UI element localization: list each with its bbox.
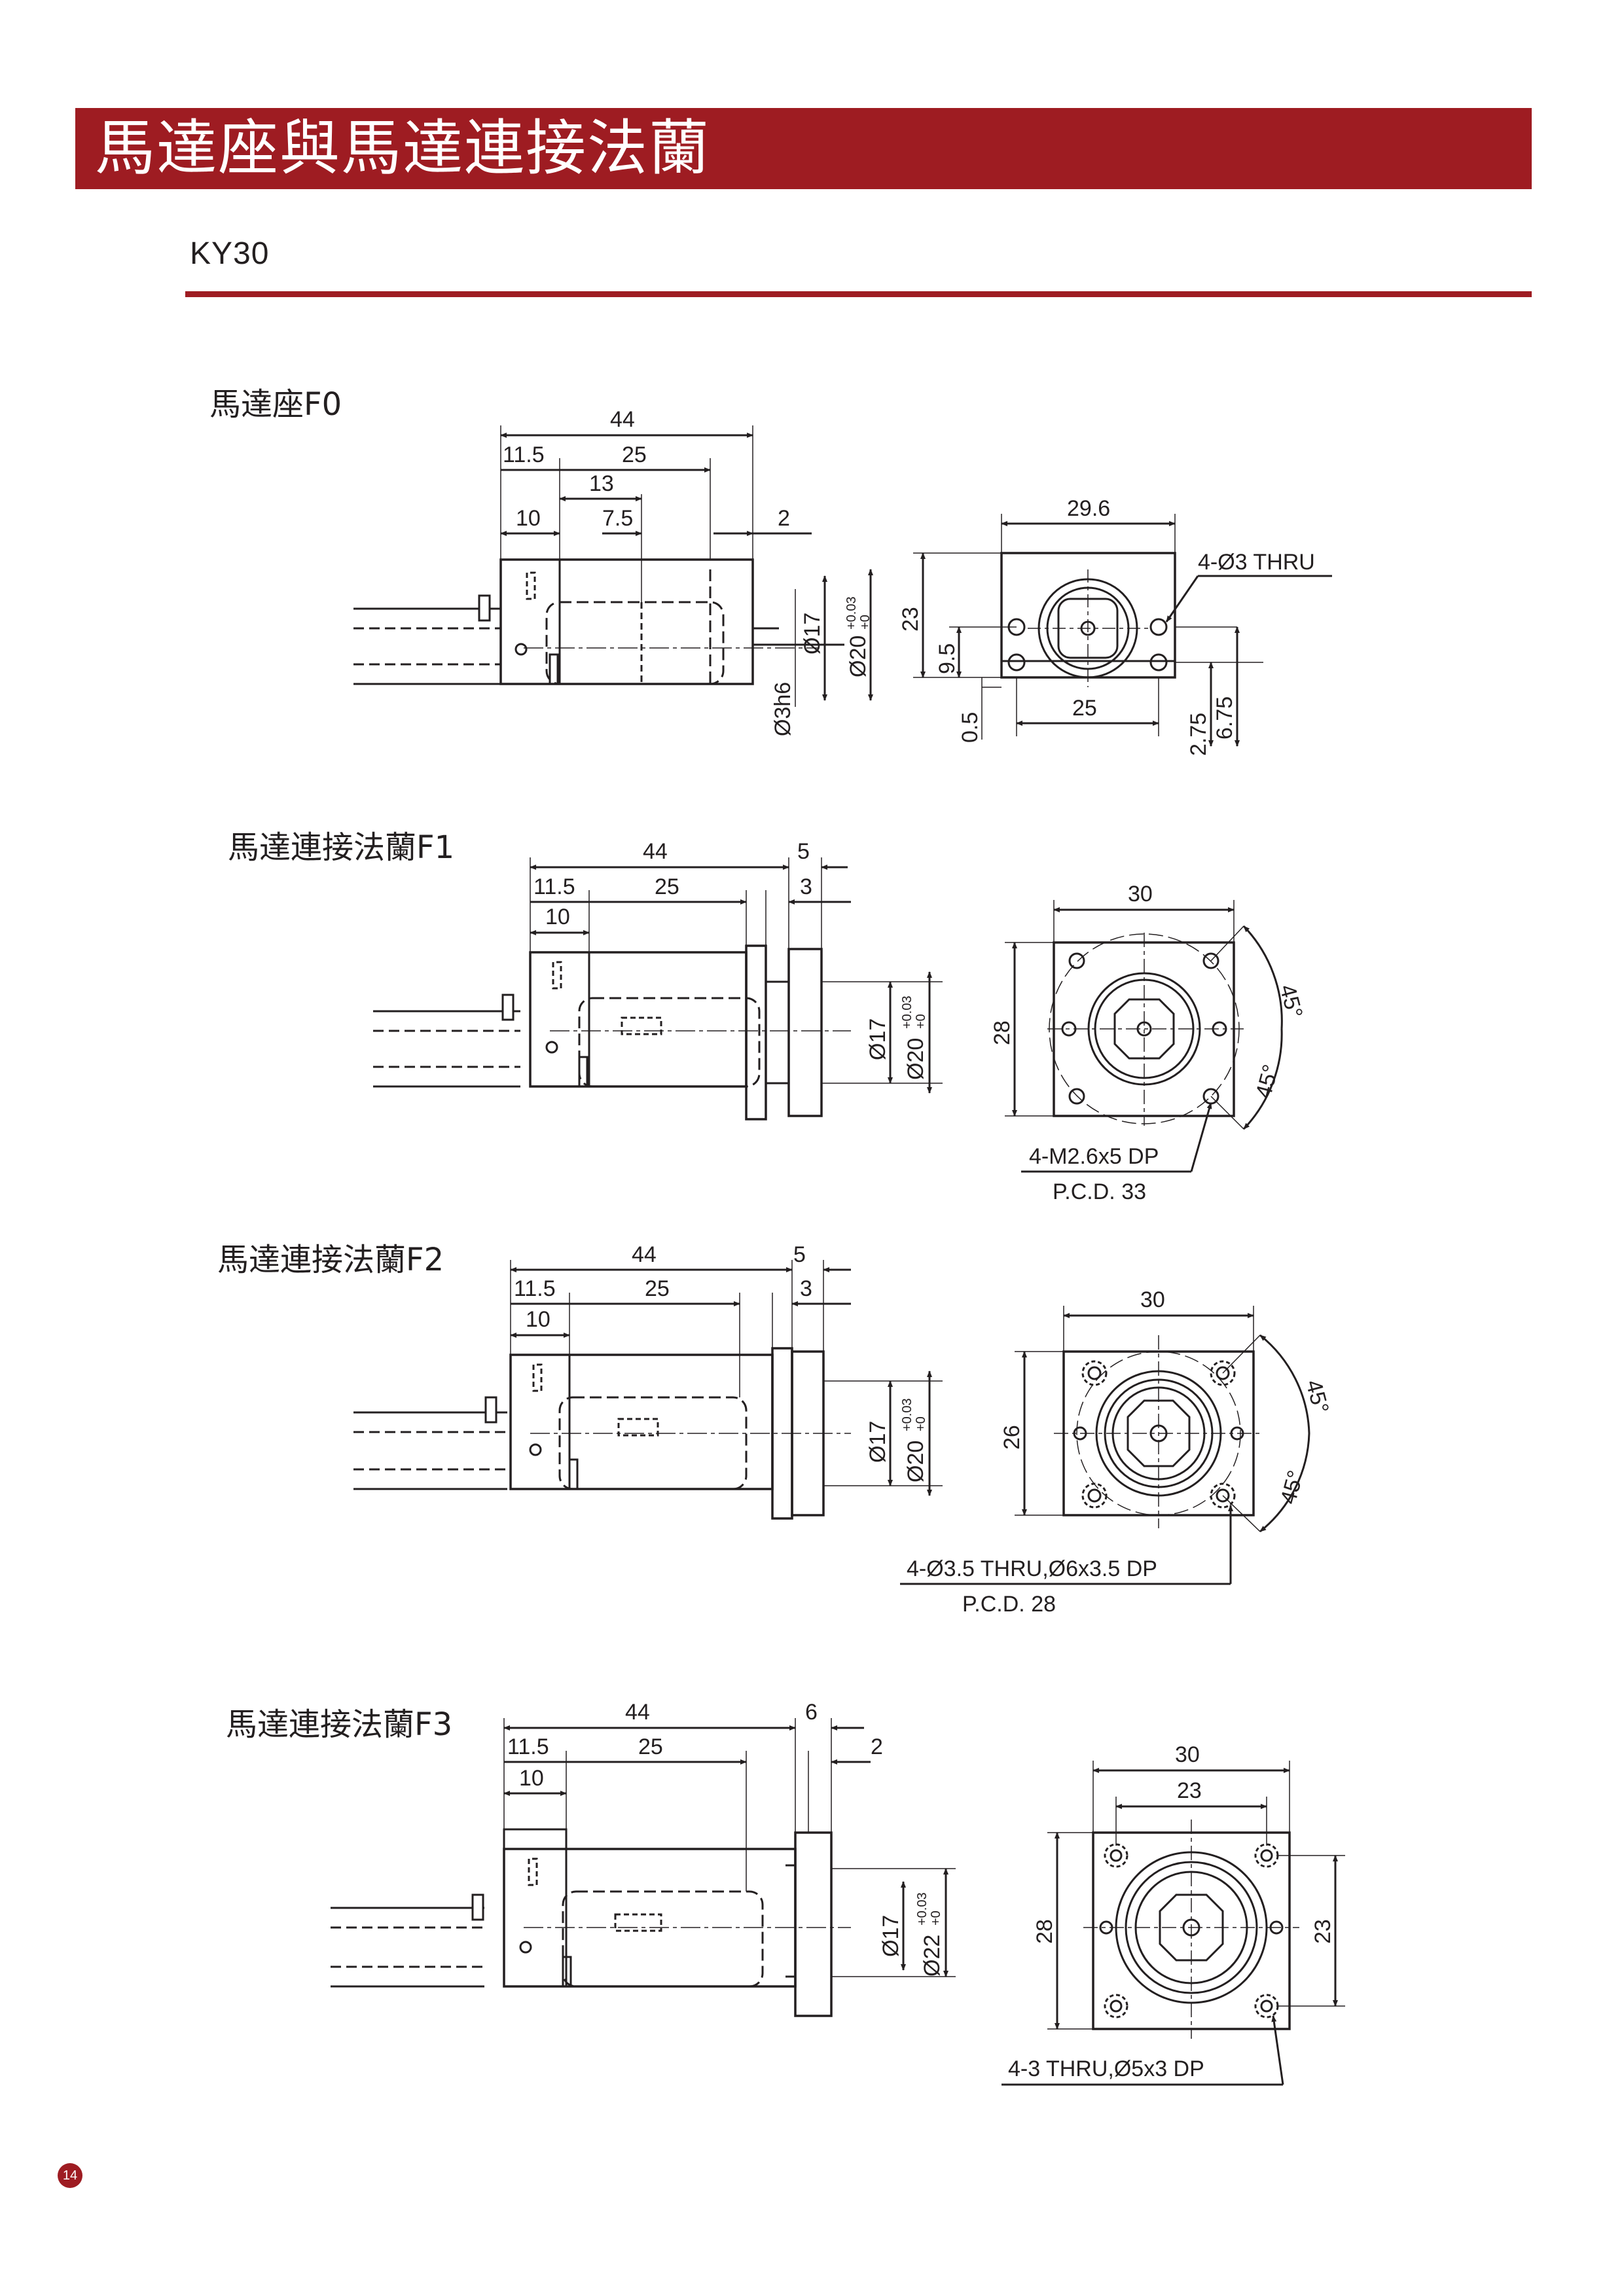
f0-dim-phi3h6: Ø3h6 (770, 682, 795, 736)
f3-side-view: 44 6 11.5 25 2 10 Ø17 Ø22 +0.03 +0 (331, 1700, 956, 2017)
f3-dim-6: 6 (805, 1700, 818, 1725)
f0-front-view: 29.6 23 9.5 0.5 25 2.75 6.75 4-Ø3 THRU (898, 496, 1332, 756)
f3-dim-phi22: Ø22 (920, 1935, 945, 1977)
f3-front-note: 4-3 THRU,Ø5x3 DP (1008, 2056, 1204, 2081)
f2-dim-10: 10 (526, 1307, 550, 1332)
f0-front-note: 4-Ø3 THRU (1198, 550, 1315, 575)
f1-front-pcd: P.C.D. 33 (1053, 1179, 1146, 1204)
f1-dim-5: 5 (797, 839, 810, 864)
f2-front-view: 30 26 45° 45° 4-Ø3.5 THRU,Ø6x3.5 DP P.C.… (900, 1287, 1333, 1617)
section-label-f0: 馬達座F0 (209, 386, 342, 423)
f1-tol-lo: +0 (914, 1014, 928, 1029)
f2-front-note: 4-Ø3.5 THRU,Ø6x3.5 DP (907, 1556, 1157, 1581)
f2-dim-11-5: 11.5 (514, 1276, 556, 1301)
f3-front-dim-w2: 23 (1177, 1778, 1202, 1803)
f0-dim-13: 13 (589, 471, 614, 496)
f1-front-angle-2: 45° (1251, 1062, 1284, 1102)
f3-dim-25: 25 (638, 1734, 663, 1759)
f1-front-note: 4-M2.6x5 DP (1029, 1144, 1159, 1169)
f1-dim-11-5: 11.5 (533, 874, 575, 899)
f0-dim-phi17: Ø17 (800, 613, 825, 655)
f2-dim-25: 25 (645, 1276, 670, 1301)
f3-front-dim-h: 28 (1032, 1919, 1057, 1944)
f1-dim-phi20: Ø20 (903, 1038, 928, 1080)
header-bar: 馬達座與馬達連接法蘭 (75, 108, 1532, 189)
f3-dim-phi17: Ø17 (878, 1915, 903, 1957)
section-label-f3: 馬達連接法蘭F3 (226, 1706, 453, 1743)
f1-side-view: 44 5 11.5 25 3 10 Ø17 Ø20 +0.03 +0 (373, 839, 943, 1121)
f0-side-view: 44 11.5 25 13 10 7.5 2 Ø17 Ø20 +0.03 +0 … (353, 407, 873, 736)
f2-side-view: 44 5 11.5 25 3 10 Ø17 Ø20 +0.03 +0 (353, 1242, 943, 1520)
f0-dim-7-5: 7.5 (602, 506, 633, 531)
f0-front-dim-r1: 2.75 (1186, 713, 1211, 756)
f0-dim-11-5: 11.5 (503, 442, 545, 467)
f2-front-dim-w: 30 (1140, 1287, 1165, 1312)
f2-tol-up: +0.03 (900, 1398, 914, 1431)
f0-tol-up: +0.03 (844, 596, 859, 630)
page-number: 14 (58, 2163, 82, 2188)
f1-dim-3: 3 (800, 874, 812, 899)
f1-front-dim-h: 28 (990, 1020, 1015, 1045)
f3-front-view: 30 23 28 23 4-3 THRU,Ø5x3 DP (1001, 1742, 1345, 2086)
f0-front-dim-w: 29.6 (1067, 496, 1110, 521)
f0-dim-44: 44 (610, 407, 635, 432)
f2-front-angle-2: 45° (1276, 1468, 1308, 1507)
f1-dim-25: 25 (655, 874, 679, 899)
f1-front-dim-w: 30 (1128, 882, 1153, 906)
f1-front-angle-1: 45° (1274, 982, 1307, 1021)
f3-dim-11-5: 11.5 (507, 1734, 549, 1759)
page-title: 馬達座與馬達連接法蘭 (95, 113, 711, 183)
f2-tol-lo: +0 (914, 1416, 928, 1431)
f1-dim-phi17: Ø17 (865, 1018, 890, 1060)
f1-dim-44: 44 (643, 839, 668, 864)
f3-front-dim-w: 30 (1175, 1742, 1200, 1767)
f3-dim-44: 44 (625, 1700, 650, 1725)
f0-front-dim-h: 23 (898, 607, 923, 632)
f2-dim-phi17: Ø17 (865, 1421, 890, 1463)
f2-dim-5: 5 (793, 1242, 806, 1267)
section-label-f2: 馬達連接法蘭F2 (217, 1242, 444, 1278)
f2-dim-phi20: Ø20 (903, 1441, 928, 1482)
f2-dim-3: 3 (800, 1276, 812, 1301)
f0-front-dim-h2: 9.5 (935, 643, 960, 674)
section-label-f1: 馬達連接法蘭F1 (228, 829, 455, 866)
f1-dim-10: 10 (545, 905, 570, 929)
f2-front-pcd: P.C.D. 28 (962, 1592, 1056, 1617)
f3-tol-lo: +0 (929, 1910, 943, 1926)
f1-front-view: 30 28 45° 45° 4-M2.6x5 DP P.C.D. 33 (990, 882, 1307, 1204)
f1-tol-up: +0.03 (900, 996, 914, 1029)
f2-front-dim-h: 26 (1000, 1425, 1024, 1450)
f0-dim-2: 2 (778, 506, 790, 531)
f0-front-dim-r2: 6.75 (1212, 696, 1237, 740)
f0-front-dim-b: 0.5 (958, 712, 983, 743)
f2-dim-44: 44 (632, 1242, 657, 1267)
model-name: KY30 (190, 236, 270, 271)
model-divider (185, 291, 1532, 297)
f0-tol-lo: +0 (858, 615, 873, 630)
f3-tol-up: +0.03 (915, 1892, 929, 1926)
f0-dim-phi20: Ø20 (846, 636, 871, 677)
f3-dim-10: 10 (519, 1766, 544, 1791)
f0-front-dim-w2: 25 (1072, 696, 1097, 721)
f0-dim-10: 10 (516, 506, 541, 531)
f0-dim-25: 25 (622, 442, 647, 467)
f3-dim-2: 2 (871, 1734, 883, 1759)
f3-front-dim-h2: 23 (1310, 1919, 1335, 1944)
